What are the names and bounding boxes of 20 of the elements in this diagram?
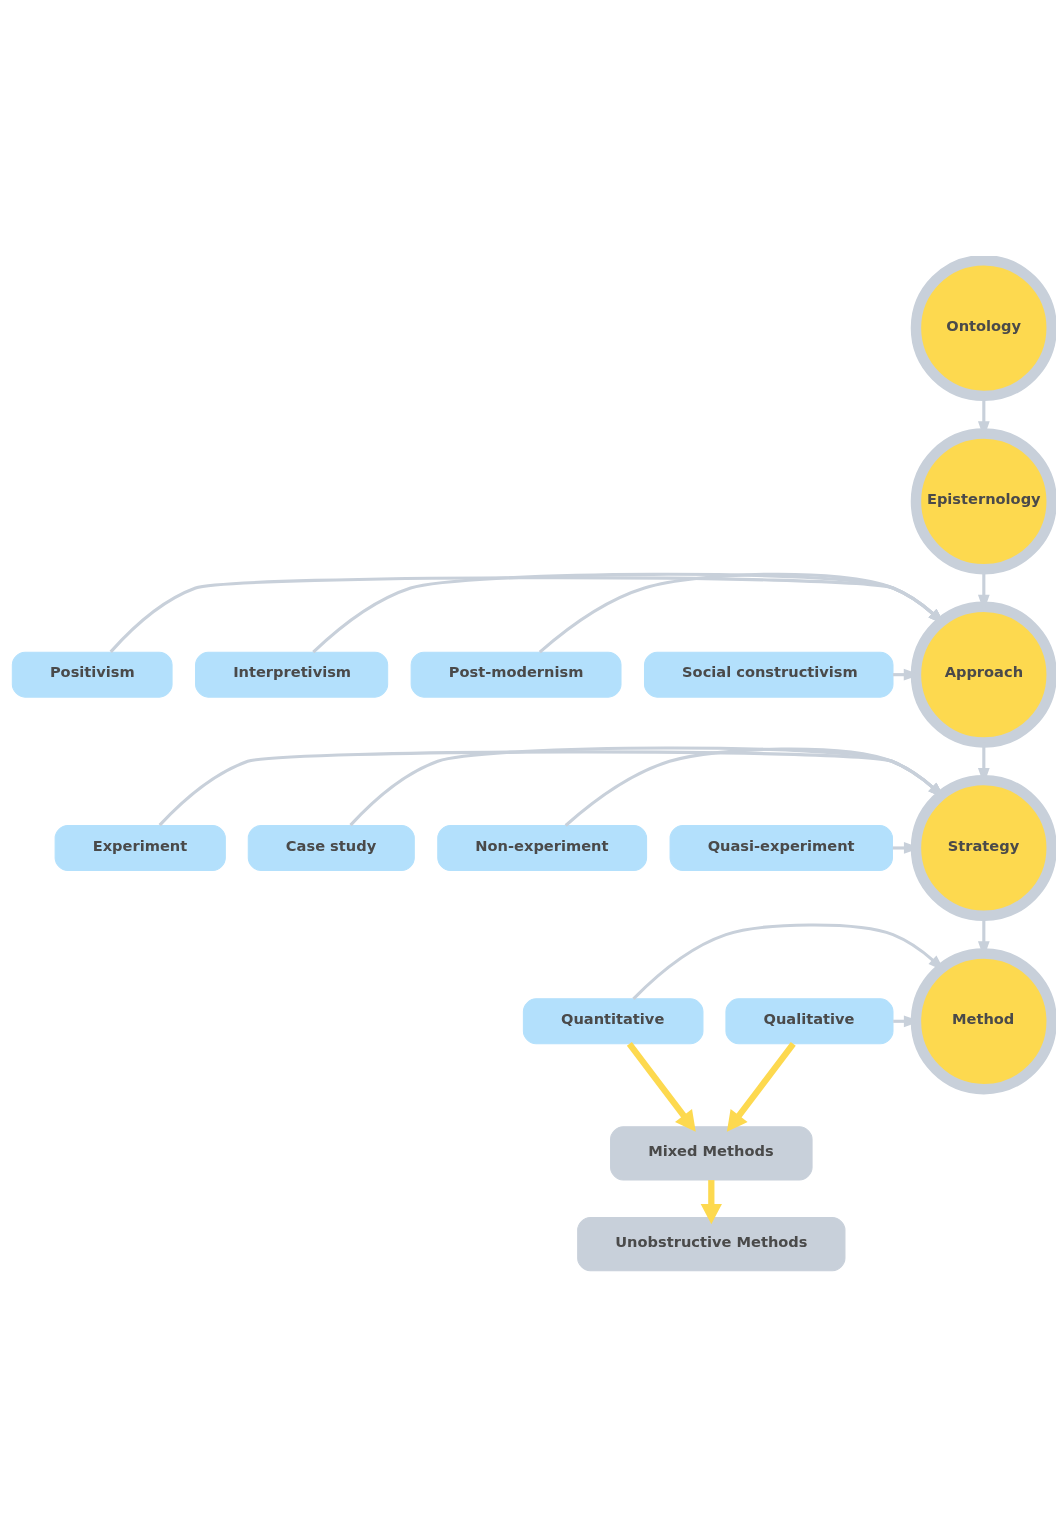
node-circle: Strategy [910, 774, 1056, 921]
node-box: Post-modernism [410, 651, 622, 698]
arrow [626, 1041, 696, 1132]
node-box: Qualitative [725, 997, 894, 1044]
node-box: Quantitative [522, 997, 704, 1044]
node-box: Unobstructive Methods [577, 1216, 846, 1271]
node-box: Quasi-experiment [669, 824, 893, 871]
arrow [700, 1179, 722, 1224]
node-box: Experiment [54, 824, 226, 871]
node-box: Non-experiment [437, 824, 648, 871]
node-box: Case study [247, 824, 415, 871]
node-circle: Ontology [910, 255, 1056, 401]
node-circle: Approach [910, 601, 1056, 748]
node-box: Mixed Methods [610, 1125, 813, 1180]
node-box: Interpretivism [195, 651, 389, 698]
node-circle: Episternology [910, 427, 1056, 574]
node-circle: Method [910, 947, 1056, 1094]
node-box: Positivism [11, 651, 173, 698]
node-box: Social constructivism [644, 651, 894, 698]
arrow [726, 1041, 796, 1132]
